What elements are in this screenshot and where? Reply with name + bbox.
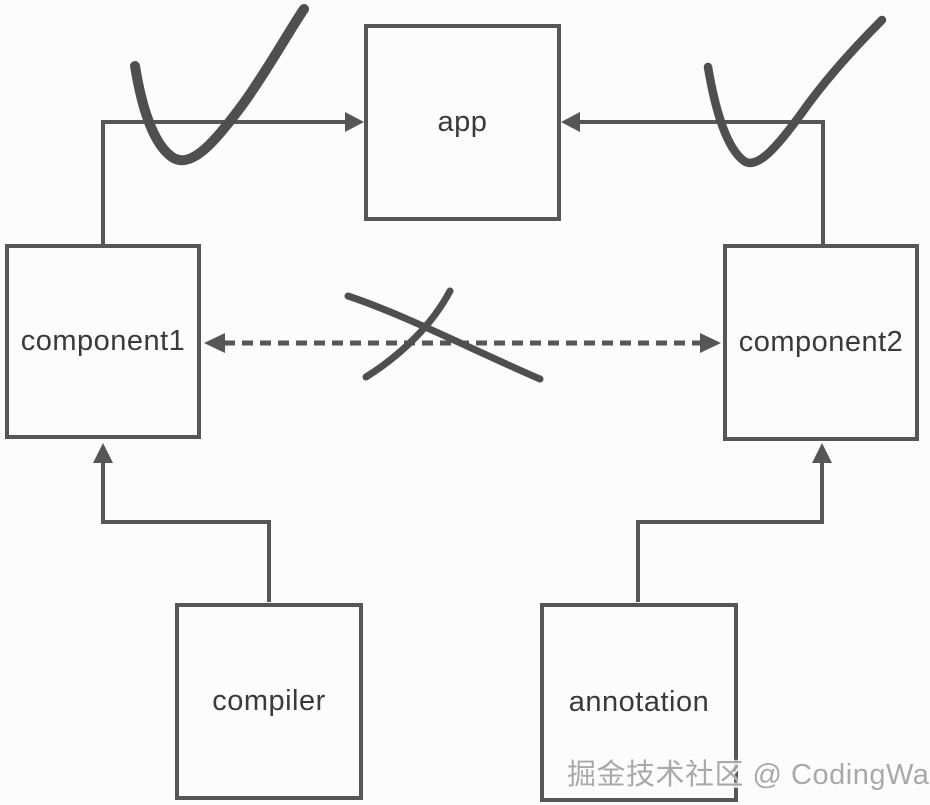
arrowhead-up-icon	[812, 443, 832, 463]
edge-line	[101, 120, 347, 244]
edge-line	[636, 461, 824, 602]
cross-stroke	[344, 292, 544, 383]
node-annotation: annotation	[540, 603, 738, 802]
node-compiler: compiler	[175, 603, 363, 800]
arrowhead-left-icon	[204, 333, 225, 353]
node-app: app	[364, 24, 561, 221]
arrowhead-right-icon	[700, 333, 721, 353]
node-label: component2	[738, 326, 904, 358]
node-label: compiler	[212, 685, 326, 717]
arrowhead-right-icon	[345, 112, 364, 132]
edge-line	[101, 461, 271, 602]
node-label: app	[437, 106, 488, 138]
node-component2: component2	[723, 244, 919, 441]
checkmark-left-icon	[130, 4, 309, 166]
edge-component1-app	[101, 112, 364, 244]
arrowhead-left-icon	[561, 112, 580, 132]
watermark: 掘金技术社区 @ CodingWang	[567, 759, 930, 791]
checkmark-right-icon	[703, 15, 887, 168]
edge-component1-component2-dashed	[204, 333, 721, 353]
node-label: component1	[20, 325, 186, 357]
edge-annotation-component2	[636, 443, 832, 602]
node-component1: component1	[5, 244, 201, 439]
cross-stroke	[362, 287, 454, 381]
cross-icon	[344, 287, 544, 383]
node-label: annotation	[568, 686, 710, 718]
edge-component2-app	[561, 112, 825, 244]
edge-line	[578, 120, 825, 244]
arrowhead-up-icon	[93, 443, 113, 463]
edge-compiler-component1	[93, 443, 271, 602]
